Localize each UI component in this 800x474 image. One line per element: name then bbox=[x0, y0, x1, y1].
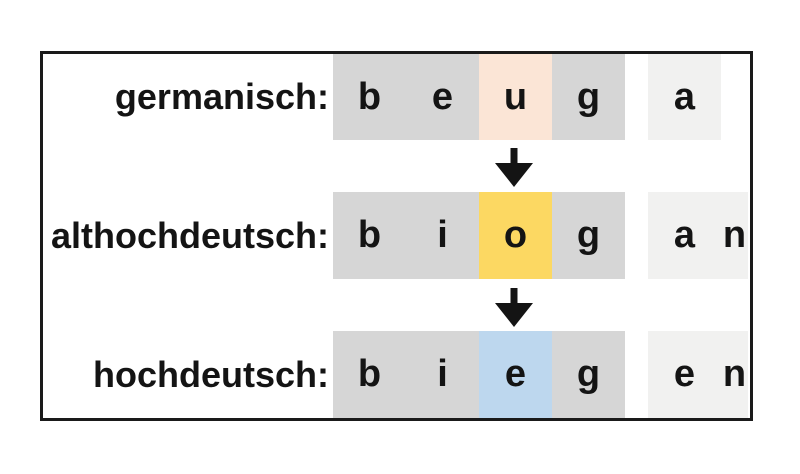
letter-cells: b i e g bbox=[333, 331, 625, 418]
diagram-frame: germanisch: b e u g a althochdeutsch: b bbox=[40, 51, 753, 421]
ending-cells: e n bbox=[648, 331, 748, 418]
evolution-row-hochdeutsch: hochdeutsch: b i e g e n bbox=[43, 331, 750, 418]
stage-label-germanisch: germanisch: bbox=[114, 76, 329, 117]
down-arrow-icon bbox=[492, 288, 536, 328]
ending-cells: a n bbox=[648, 192, 748, 279]
letter-cell: b bbox=[333, 192, 406, 279]
ending-letter-cell: e bbox=[673, 353, 696, 395]
letter-cells: b i o g bbox=[333, 192, 625, 279]
highlighted-letter-cell: u bbox=[479, 54, 552, 140]
letter-cell: g bbox=[552, 192, 625, 279]
ending-letter-cell: a bbox=[673, 75, 696, 118]
letter-cell: b bbox=[333, 54, 406, 140]
ending-cells: a bbox=[648, 54, 721, 140]
highlighted-letter-cell: e bbox=[479, 331, 552, 418]
letter-cell: e bbox=[406, 54, 479, 140]
letter-cells: b e u g bbox=[333, 54, 625, 140]
letter-cell: i bbox=[406, 192, 479, 279]
evolution-row-althochdeutsch: althochdeutsch: b i o g a n bbox=[43, 192, 750, 279]
ending-letter-cell: a bbox=[673, 214, 696, 256]
letter-cell: g bbox=[552, 54, 625, 140]
down-arrow-icon bbox=[492, 148, 536, 188]
evolution-row-germanisch: germanisch: b e u g a bbox=[43, 54, 750, 140]
ending-letter-cell: n bbox=[722, 214, 747, 256]
stage-label-althochdeutsch: althochdeutsch: bbox=[50, 214, 329, 256]
stage-label-hochdeutsch: hochdeutsch: bbox=[92, 353, 329, 395]
ending-letter-cell: n bbox=[722, 353, 747, 395]
letter-cell: b bbox=[333, 331, 406, 418]
letter-cell: g bbox=[552, 331, 625, 418]
letter-cell: i bbox=[406, 331, 479, 418]
highlighted-letter-cell: o bbox=[479, 192, 552, 279]
